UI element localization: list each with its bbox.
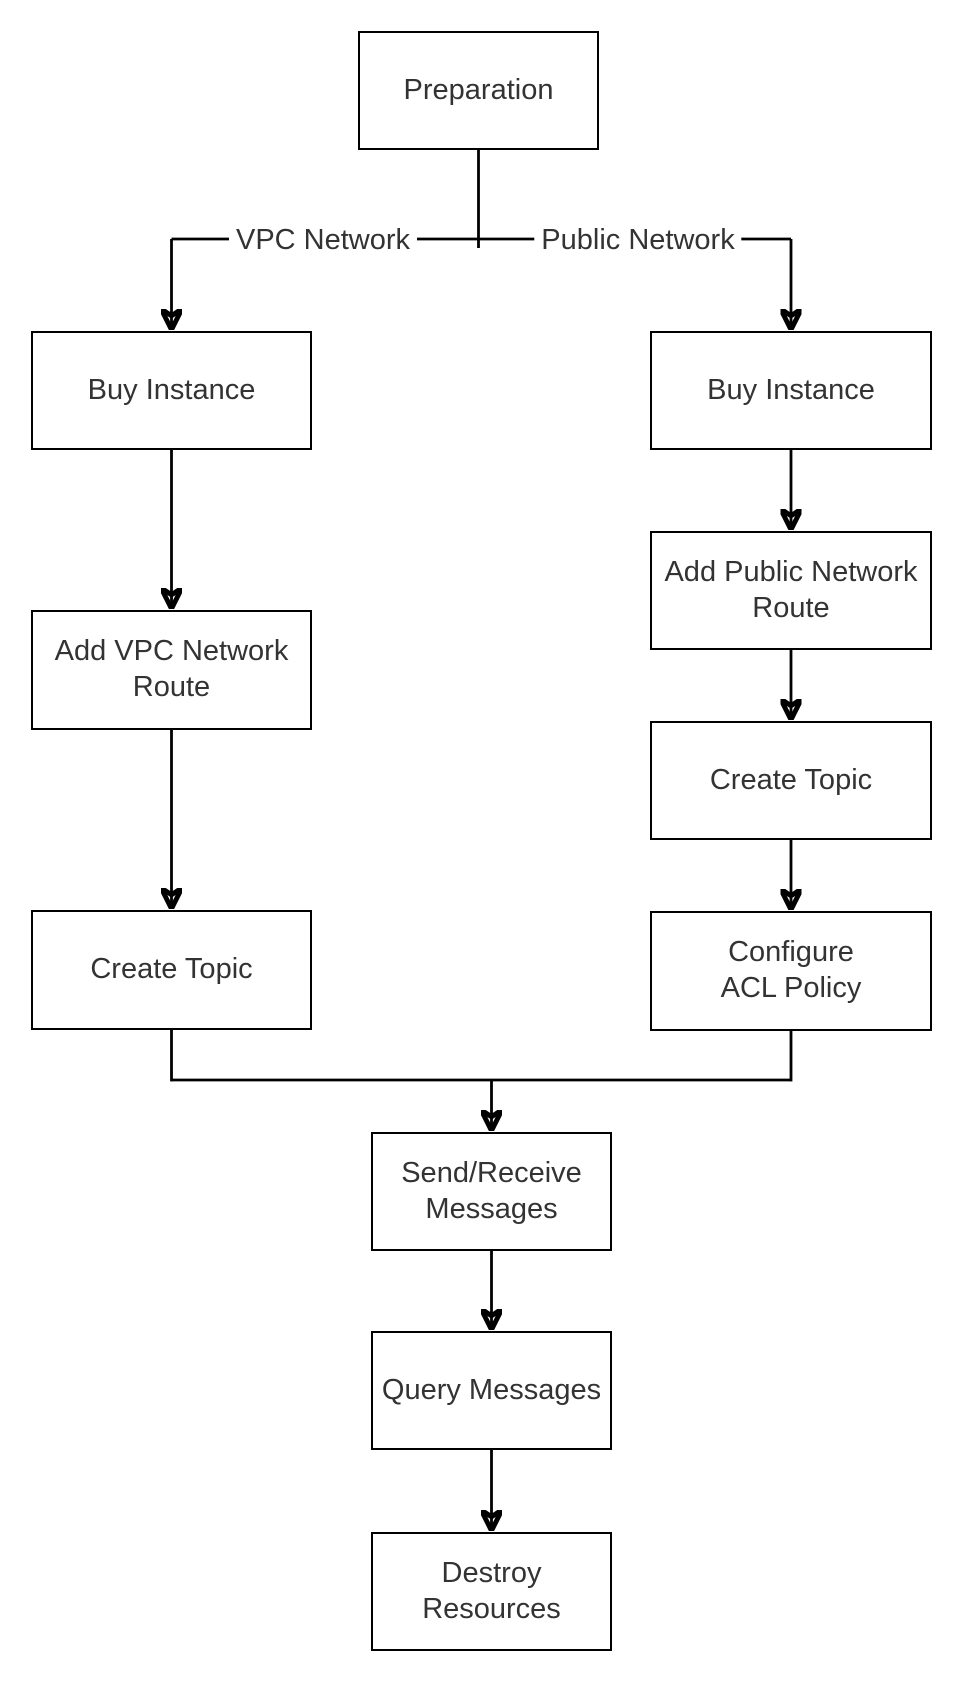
node-add-vpc-network-route: Add VPC Network Route bbox=[31, 610, 312, 730]
edge-label-vpc-network: VPC Network bbox=[228, 223, 418, 257]
node-label: Configure ACL Policy bbox=[720, 936, 862, 1004]
node-label: Add VPC Network Route bbox=[54, 635, 289, 703]
node-destroy-resources: Destroy Resources bbox=[371, 1532, 612, 1651]
node-create-topic-vpc: Create Topic bbox=[31, 910, 312, 1030]
node-preparation: Preparation bbox=[358, 31, 599, 150]
node-configure-acl-policy: Configure ACL Policy bbox=[650, 911, 932, 1031]
node-label: Preparation bbox=[403, 73, 554, 106]
node-label: Destroy Resources bbox=[422, 1556, 561, 1625]
node-label: Buy Instance bbox=[707, 373, 875, 406]
node-label: Query Messages bbox=[381, 1373, 602, 1406]
node-create-topic-public: Create Topic bbox=[650, 721, 932, 840]
node-buy-instance-vpc: Buy Instance bbox=[31, 331, 312, 450]
node-add-public-network-route: Add Public Network Route bbox=[650, 531, 932, 650]
node-label: Send/Receive Messages bbox=[401, 1156, 582, 1225]
node-buy-instance-public: Buy Instance bbox=[650, 331, 932, 450]
node-send-receive-messages: Send/Receive Messages bbox=[371, 1132, 612, 1251]
node-label: Add Public Network Route bbox=[664, 555, 918, 624]
edge-label-public-network: Public Network bbox=[534, 223, 742, 257]
node-label: Create Topic bbox=[90, 953, 253, 985]
node-label: Create Topic bbox=[709, 763, 873, 796]
node-label: Buy Instance bbox=[87, 373, 256, 406]
node-query-messages: Query Messages bbox=[371, 1331, 612, 1450]
